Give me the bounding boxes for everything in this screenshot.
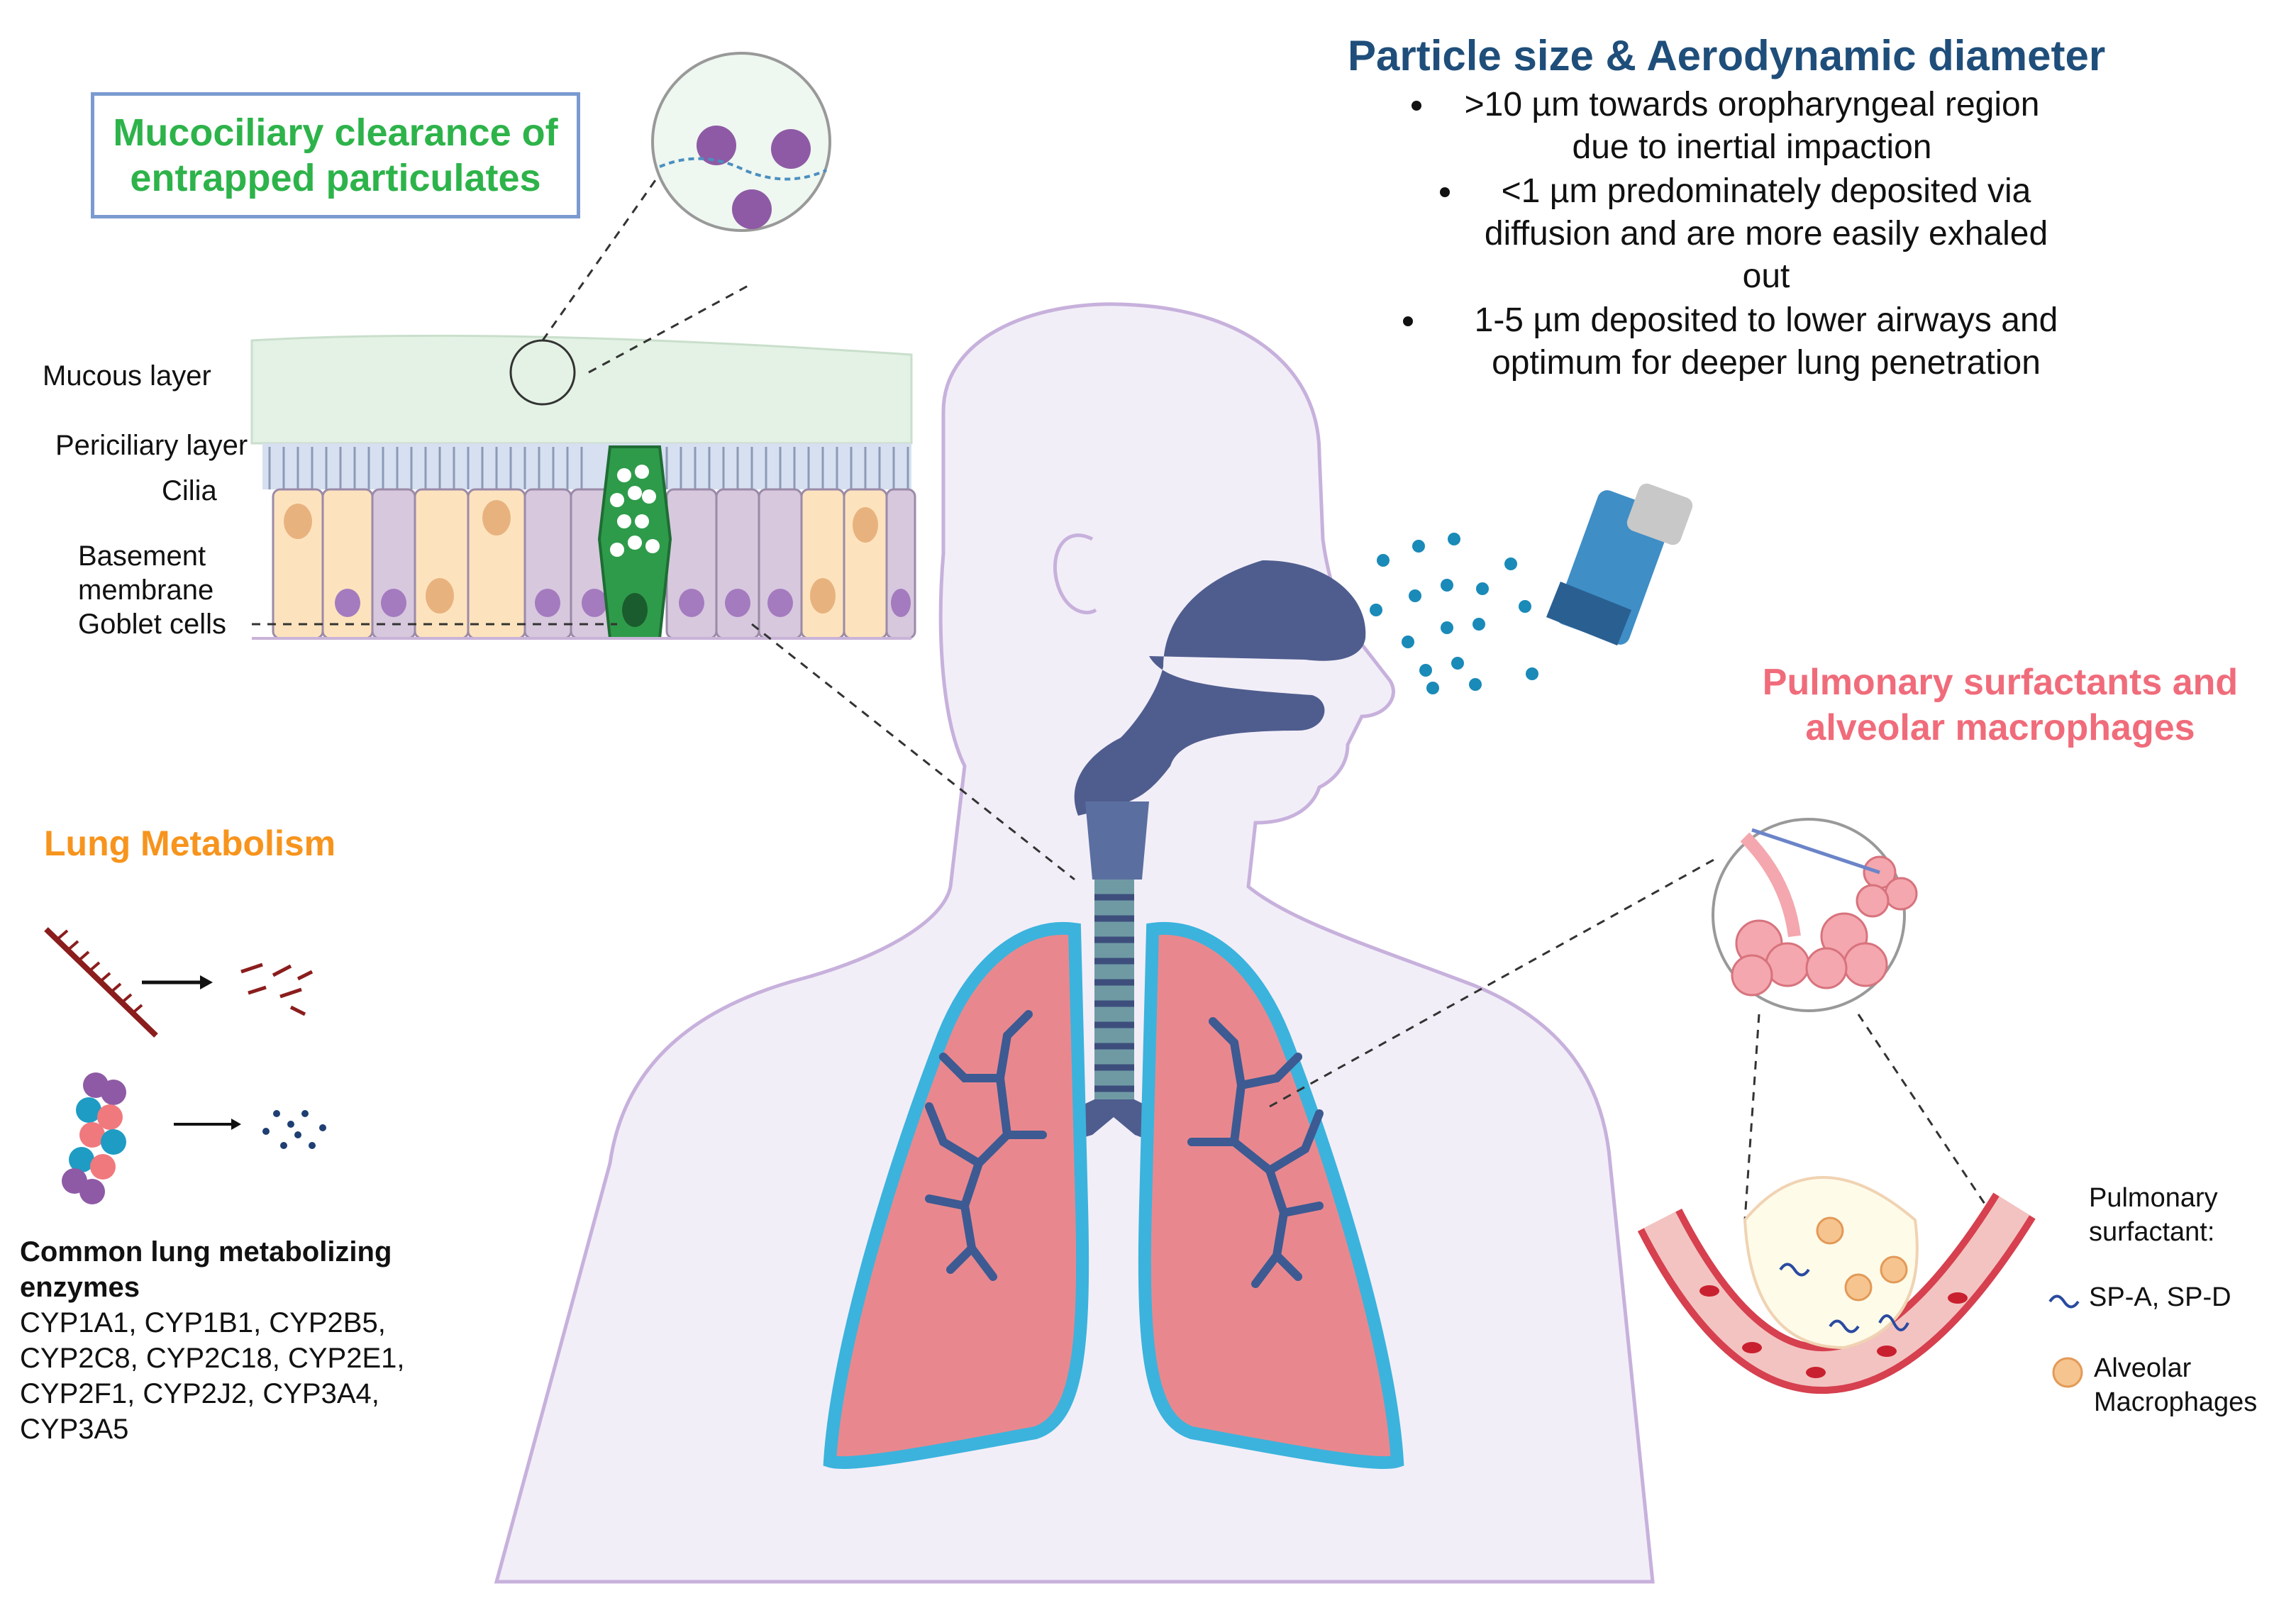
- mucociliary-title-line2: entrapped particulates: [130, 157, 541, 199]
- mucociliary-title-line1: Mucociliary clearance of: [113, 111, 558, 154]
- enzymes-line-3: CYP2F1, CYP2J2, CYP3A4,: [20, 1378, 379, 1409]
- bullet-2-line3: out: [1742, 257, 1790, 295]
- basement-label-line1: Basement: [78, 540, 206, 572]
- mucociliary-title-box: Mucociliary clearance of entrapped parti…: [91, 92, 580, 218]
- enzymes-line-2: CYP2C8, CYP2C18, CYP2E1,: [20, 1343, 405, 1374]
- macrophage-legend: Alveolar Macrophages: [2094, 1351, 2257, 1419]
- alveoli-zoom: [1269, 818, 2083, 1394]
- macrophage-label-line1: Alveolar: [2094, 1353, 2192, 1383]
- surfactant-title-line1: Pulmonary surfactants and: [1762, 662, 2239, 703]
- particle-size-title: Particle size & Aerodynamic diameter: [1348, 32, 2106, 79]
- bullet-dot: [1440, 187, 1450, 197]
- enzymes-title-line1: Common lung metabolizing: [20, 1236, 392, 1268]
- bullet-2-line1: <1 µm predominately deposited via: [1501, 172, 2031, 210]
- goblet-cells-label: Goblet cells: [78, 609, 226, 640]
- legend-title-line2: surfactant:: [2089, 1217, 2215, 1247]
- periciliary-layer-label: Periciliary layer: [55, 430, 248, 461]
- bullet-dot: [1403, 316, 1413, 326]
- basement-label-line2: membrane: [78, 575, 214, 606]
- bullet-2-line2: diffusion and are more easily exhaled: [1484, 215, 2048, 253]
- lung-metabolism-title: Lung Metabolism: [44, 823, 336, 863]
- airway-epithelium: [250, 52, 1075, 881]
- aerosol-particles: [1370, 533, 1538, 694]
- particle-bullet-1: >10 µm towards oropharyngeal region due …: [1397, 84, 2107, 169]
- particle-bullet-2: <1 µm predominately deposited via diffus…: [1412, 170, 2121, 298]
- nasal-airway: [1074, 560, 1366, 816]
- enzymes-line-4: CYP3A5: [20, 1414, 129, 1445]
- bullet-3-line2: optimum for deeper lung penetration: [1492, 344, 2041, 382]
- particle-bullet-3: 1-5 µm deposited to lower airways and op…: [1397, 299, 2135, 384]
- cilia-label: Cilia: [162, 475, 217, 506]
- surfactant-title: Pulmonary surfactants and alveolar macro…: [1731, 660, 2270, 750]
- lungs: [823, 921, 1404, 1469]
- enzymes-title-line2: enzymes: [20, 1272, 140, 1303]
- mucous-layer-label: Mucous layer: [43, 360, 211, 392]
- metabolism-icons: [44, 927, 326, 1204]
- bullet-dot: [1412, 101, 1421, 111]
- bullet-1-line2: due to inertial impaction: [1572, 128, 1932, 166]
- bullet-3-line1: 1-5 µm deposited to lower airways and: [1474, 301, 2058, 339]
- inhaler: [1546, 483, 1693, 645]
- sp-label: SP-A, SP-D: [2089, 1282, 2231, 1312]
- surfactant-title-line2: alveolar macrophages: [1805, 707, 2195, 748]
- enzymes-block: Common lung metabolizing enzymes CYP1A1,…: [20, 1234, 404, 1447]
- enzymes-line-1: CYP1A1, CYP1B1, CYP2B5,: [20, 1307, 386, 1338]
- macrophage-label-line2: Macrophages: [2094, 1387, 2258, 1417]
- surfactant-legend-title: Pulmonary surfactant:: [2089, 1181, 2218, 1249]
- legend-title-line1: Pulmonary: [2089, 1183, 2218, 1213]
- bullet-1-line1: >10 µm towards oropharyngeal region: [1464, 86, 2040, 123]
